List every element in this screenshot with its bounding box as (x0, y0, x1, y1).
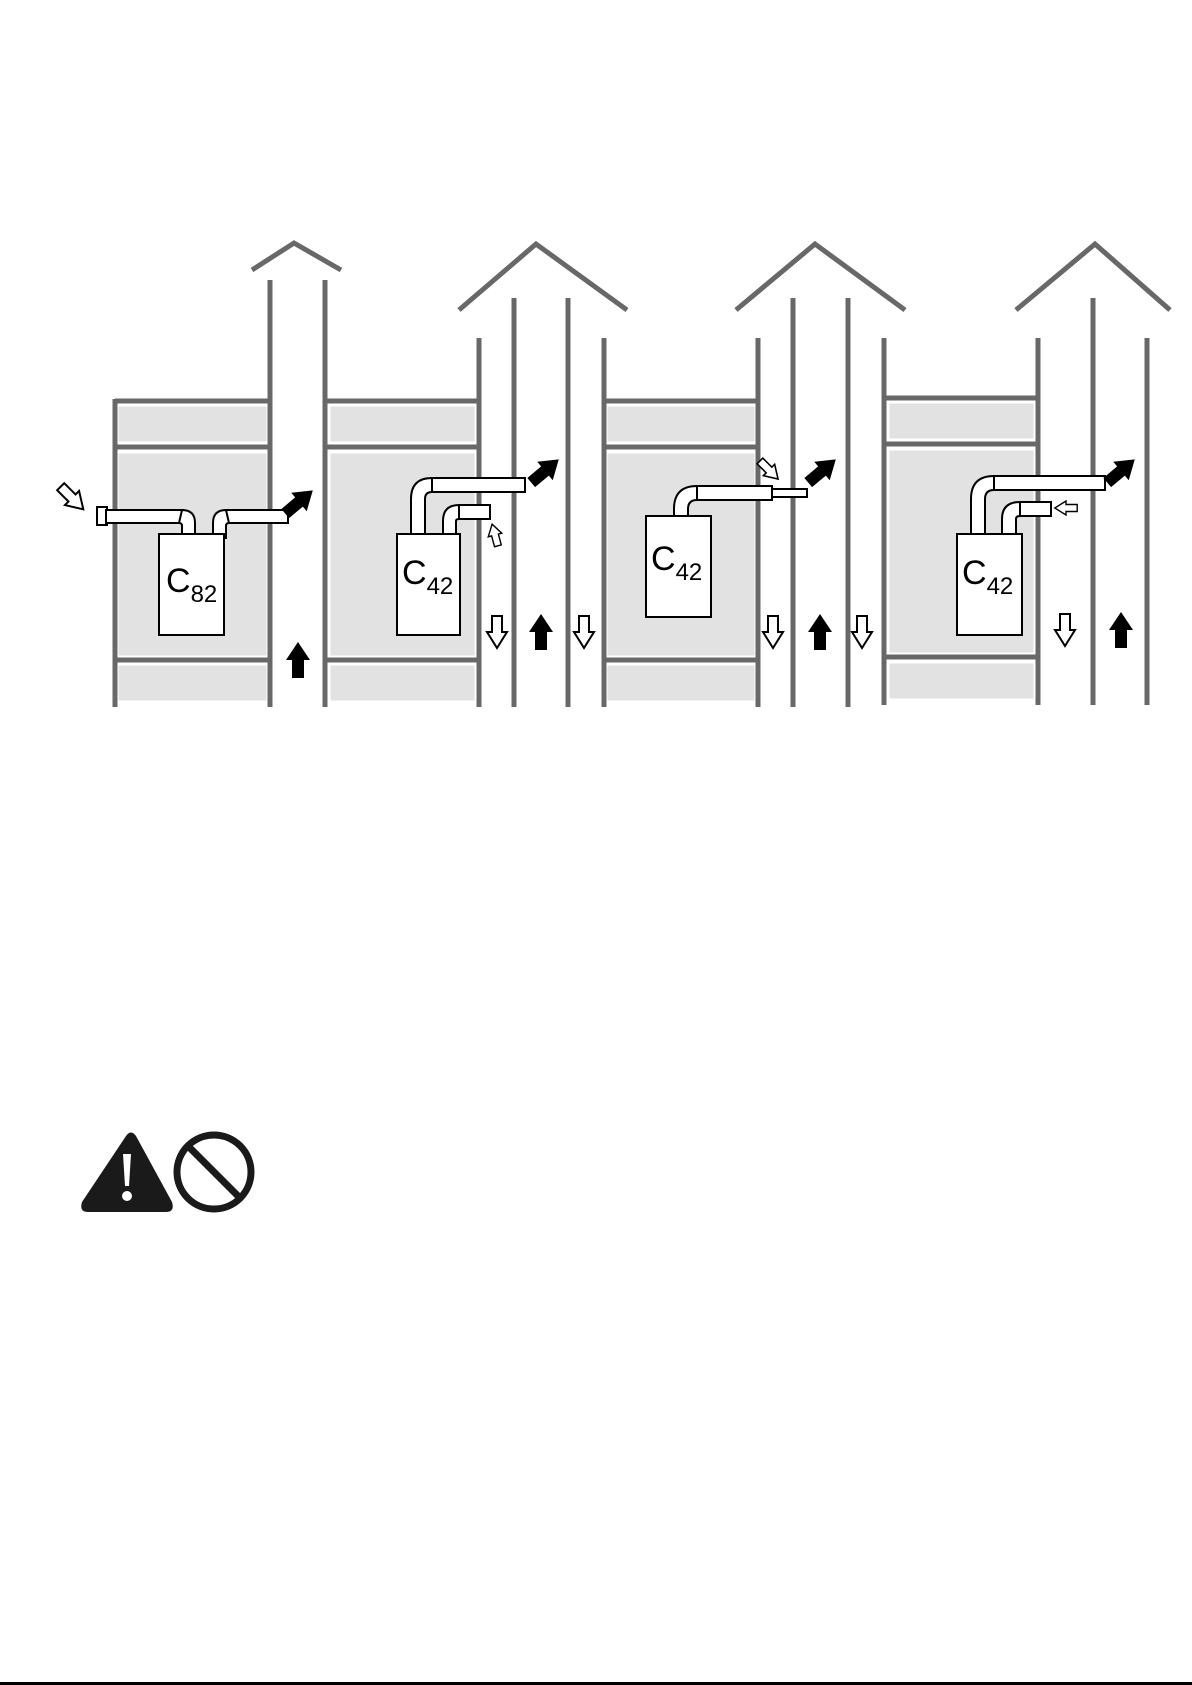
boiler-subscript: 42 (987, 573, 1014, 600)
flow-down-arrow (574, 616, 594, 648)
building-panel-bottom (606, 664, 756, 702)
air-intake-arrow (485, 522, 504, 547)
air-intake-arrow (54, 480, 91, 517)
building-panel-top (606, 405, 756, 443)
boiler-subscript: 82 (191, 581, 218, 608)
safety-symbols (80, 1130, 260, 1220)
building-panel-top (117, 405, 268, 443)
chimney-cap (736, 244, 905, 310)
flow-up-arrow (529, 614, 553, 650)
installation-c42-2: C42 (604, 244, 905, 707)
flow-down-arrow (852, 616, 872, 648)
boiler-subscript: 42 (427, 573, 454, 600)
flow-up-arrow (286, 642, 310, 678)
air-intake-arrow (1055, 501, 1077, 515)
exhaust-arrow (523, 450, 566, 492)
boiler-code: C (166, 562, 191, 600)
building-panel-bottom (888, 662, 1035, 700)
warning-triangle-icon (81, 1133, 173, 1213)
boiler-subscript: 42 (676, 559, 703, 586)
prohibition-icon (177, 1135, 251, 1209)
boiler-code: C (402, 554, 427, 592)
building-panel-bottom (329, 664, 476, 702)
installation-c82: C82 (54, 243, 341, 707)
flow-down-arrow (763, 616, 783, 648)
building-panel-top (329, 405, 476, 443)
installation-c42-3: C42 (884, 244, 1170, 705)
flow-down-arrow (1055, 614, 1075, 646)
flue-installation-diagram: C82 C42 (0, 0, 1192, 740)
chimney-cap (459, 244, 627, 310)
flow-down-arrow (487, 616, 507, 648)
flow-up-arrow (808, 614, 832, 650)
chimney-cap (252, 243, 341, 270)
exhaust-arrow (800, 450, 843, 492)
building-panel-top (888, 402, 1035, 440)
boiler-code: C (651, 540, 676, 578)
boiler-code: C (962, 554, 987, 592)
flow-up-arrow (1109, 612, 1133, 648)
building-panel-bottom (117, 664, 268, 702)
installation-c42-1: C42 (325, 244, 627, 707)
